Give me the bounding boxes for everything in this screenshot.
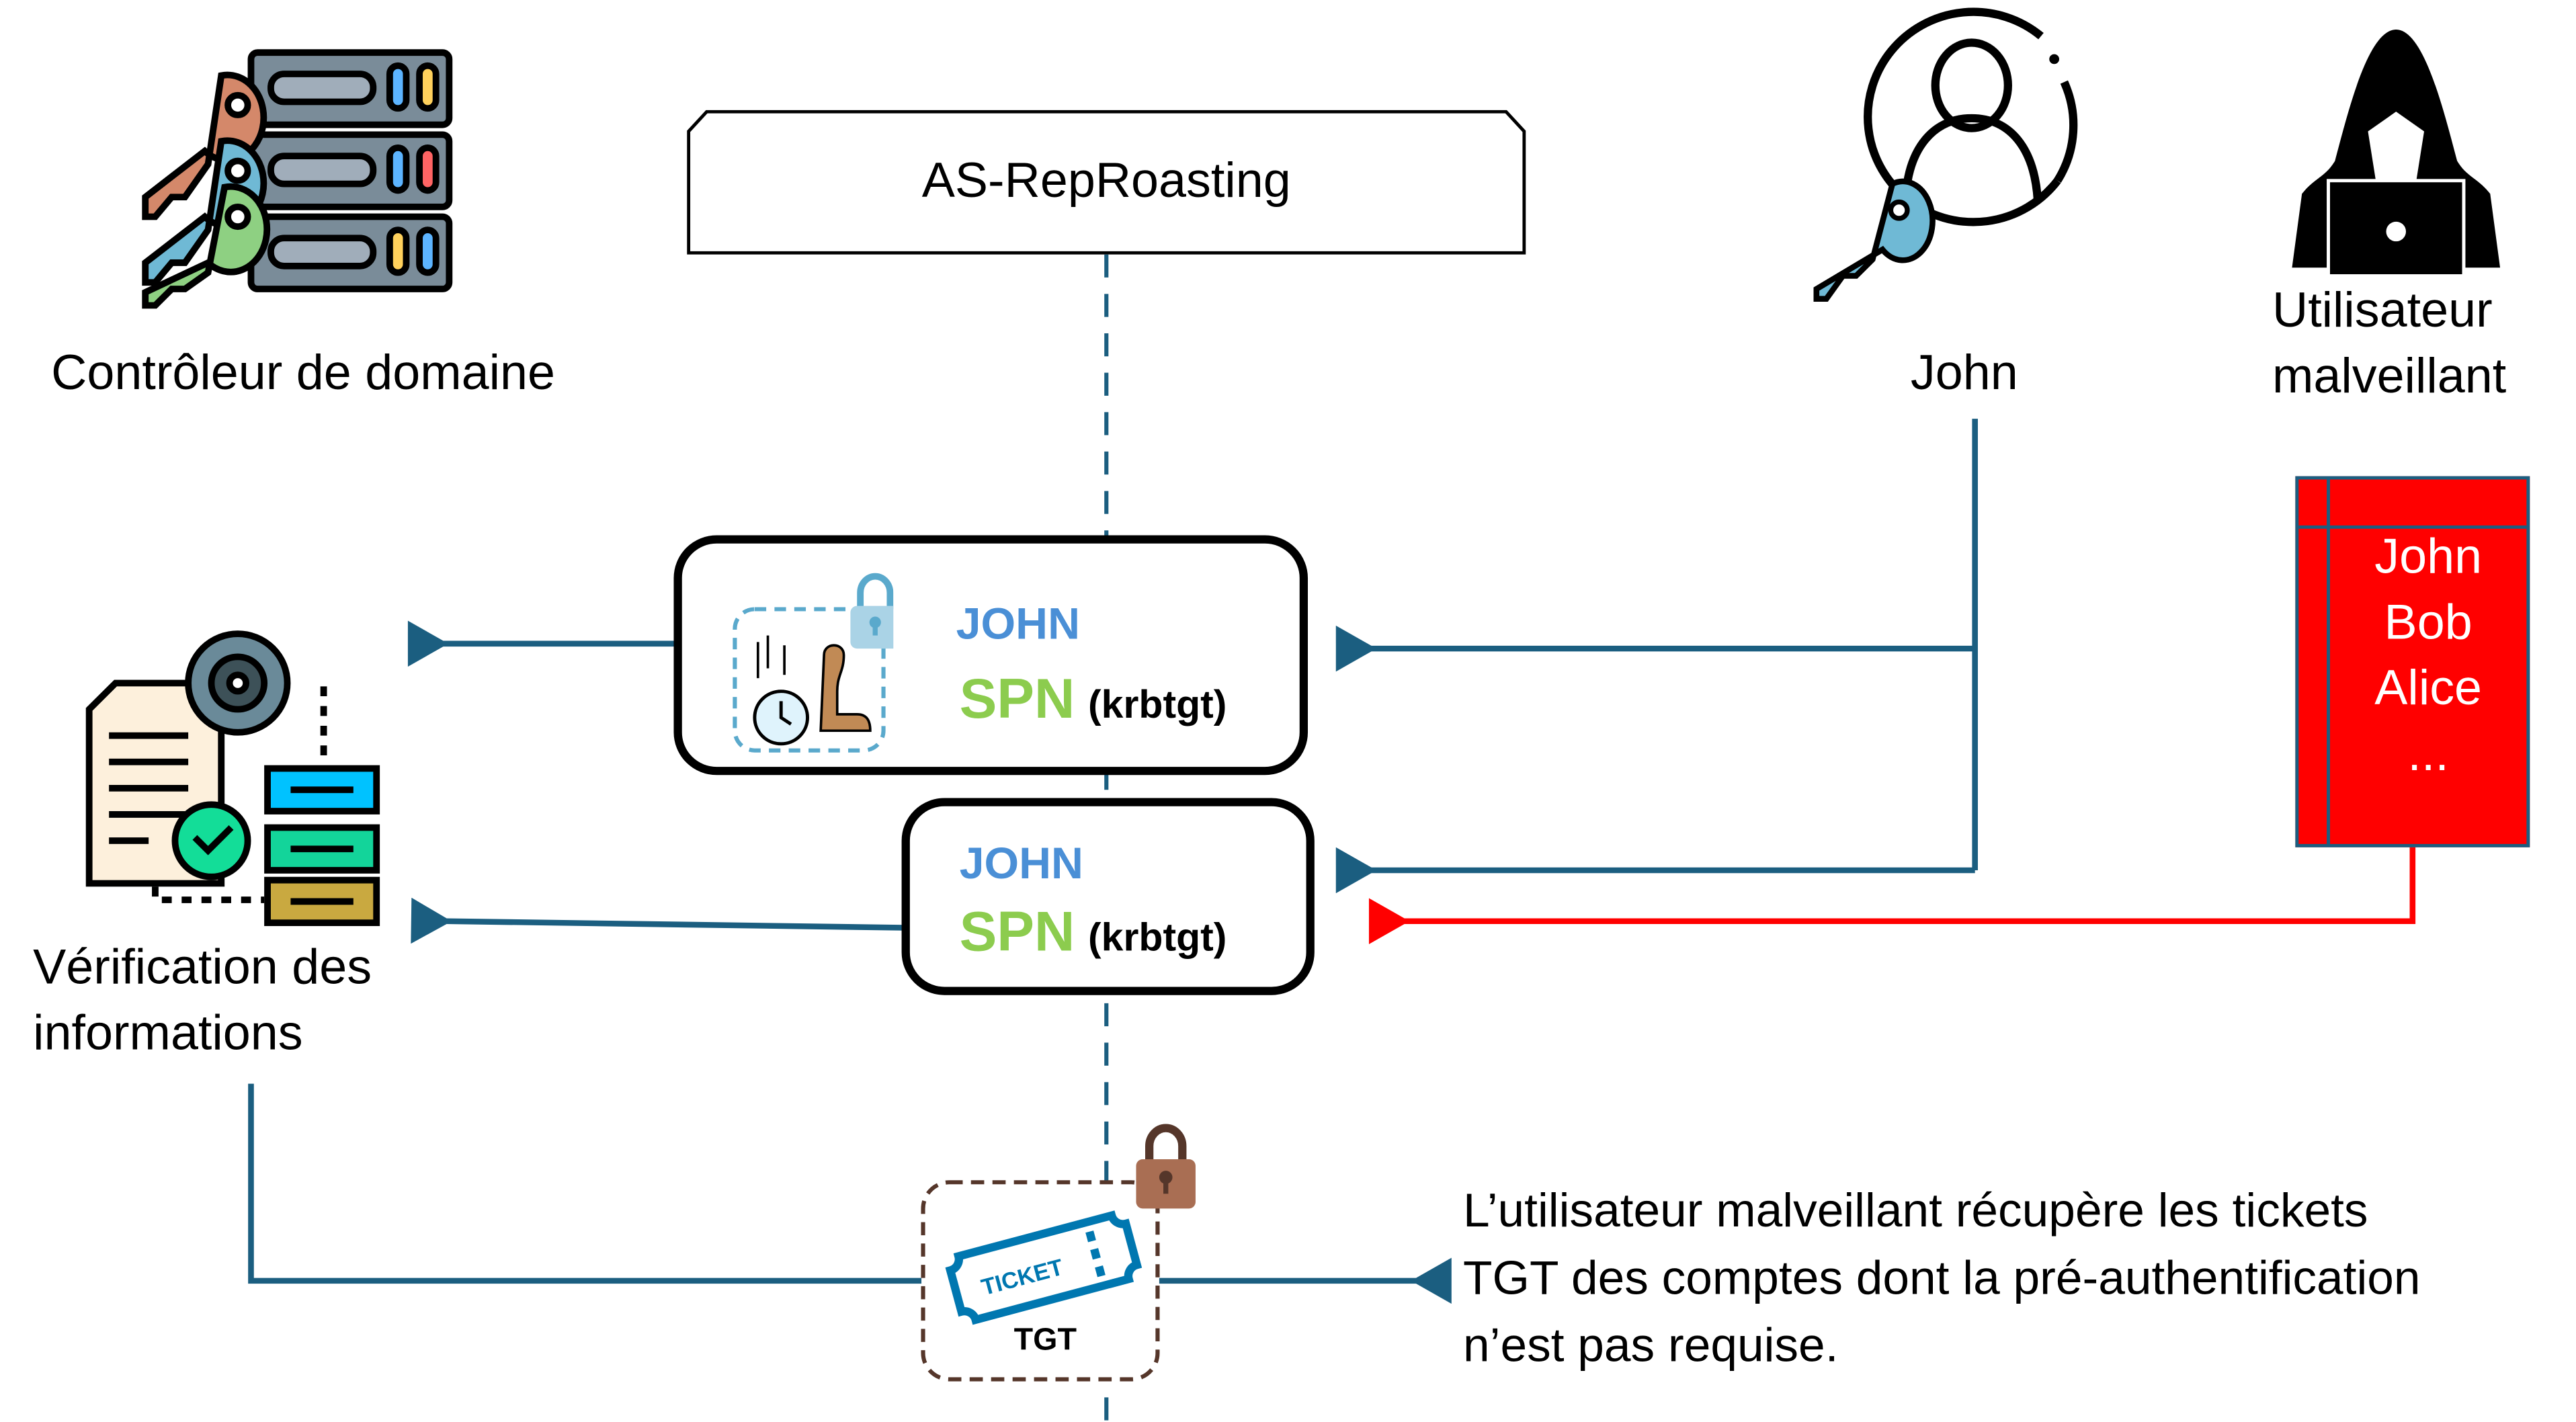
list-item: ... — [2407, 727, 2449, 782]
server-keys-icon — [142, 49, 453, 309]
verification-label-line2: informations — [33, 1006, 303, 1061]
as-req-without-timestamp: JOHN SPN (krbtgt) — [901, 798, 1315, 995]
target-user-list: John Bob Alice ... — [2295, 476, 2530, 847]
list-item: John — [2374, 530, 2483, 585]
page-title: AS-RepRoasting — [921, 154, 1291, 209]
attacker-label-line1: Utilisateur — [2272, 284, 2493, 339]
verification-to-ticket — [248, 1083, 922, 1284]
note-line: L’utilisateur malveillant récupère les t… — [1462, 1185, 2368, 1239]
list-item: Alice — [2374, 661, 2483, 716]
list-item: Bob — [2384, 595, 2473, 651]
arrow-msg2-to-verification — [411, 897, 905, 944]
john-label: John — [1910, 346, 2018, 401]
message1-spn-label: SPN — [959, 668, 1075, 731]
message2-spn-label: SPN — [959, 901, 1075, 964]
title-box-shape — [687, 110, 1526, 255]
message1-user: JOHN — [956, 599, 1080, 649]
as-req-with-timestamp: JOHN SPN (krbtgt) — [673, 535, 1308, 776]
message1-service: (krbtgt) — [1088, 683, 1227, 728]
tgt-label: TGT — [1013, 1323, 1077, 1358]
user-names: John Bob Alice ... — [2330, 526, 2526, 788]
note-line: n’est pas requise. — [1462, 1320, 1839, 1373]
verification-label-line1: Vérification des — [33, 941, 372, 995]
message2-spn: SPN (krbtgt) — [960, 901, 1227, 965]
timestamp-stamp-icon — [733, 573, 894, 753]
list-divider-horizontal — [2298, 525, 2527, 529]
attacker-label-line2: malveillant — [2272, 349, 2507, 405]
attack-connector — [1368, 847, 2416, 944]
explanation-note: L’utilisateur malveillant récupère les t… — [1463, 1179, 2421, 1381]
hacker-laptop-icon — [2292, 29, 2501, 276]
message2-user: JOHN — [959, 839, 1083, 888]
tgt-ticket-icon: TICKET — [921, 1124, 1196, 1382]
user-key-icon — [1813, 7, 2078, 302]
list-divider-vertical — [2327, 479, 2330, 844]
protocol-title-box: AS-RepRoasting — [687, 110, 1526, 255]
message1-spn: SPN (krbtgt) — [960, 668, 1227, 732]
note-line: TGT des comptes dont la pré-authentifica… — [1462, 1253, 2421, 1306]
domain-controller-label: Contrôleur de domaine — [51, 346, 556, 401]
document-gear-check-icon — [85, 630, 380, 927]
message2-service: (krbtgt) — [1088, 916, 1227, 961]
